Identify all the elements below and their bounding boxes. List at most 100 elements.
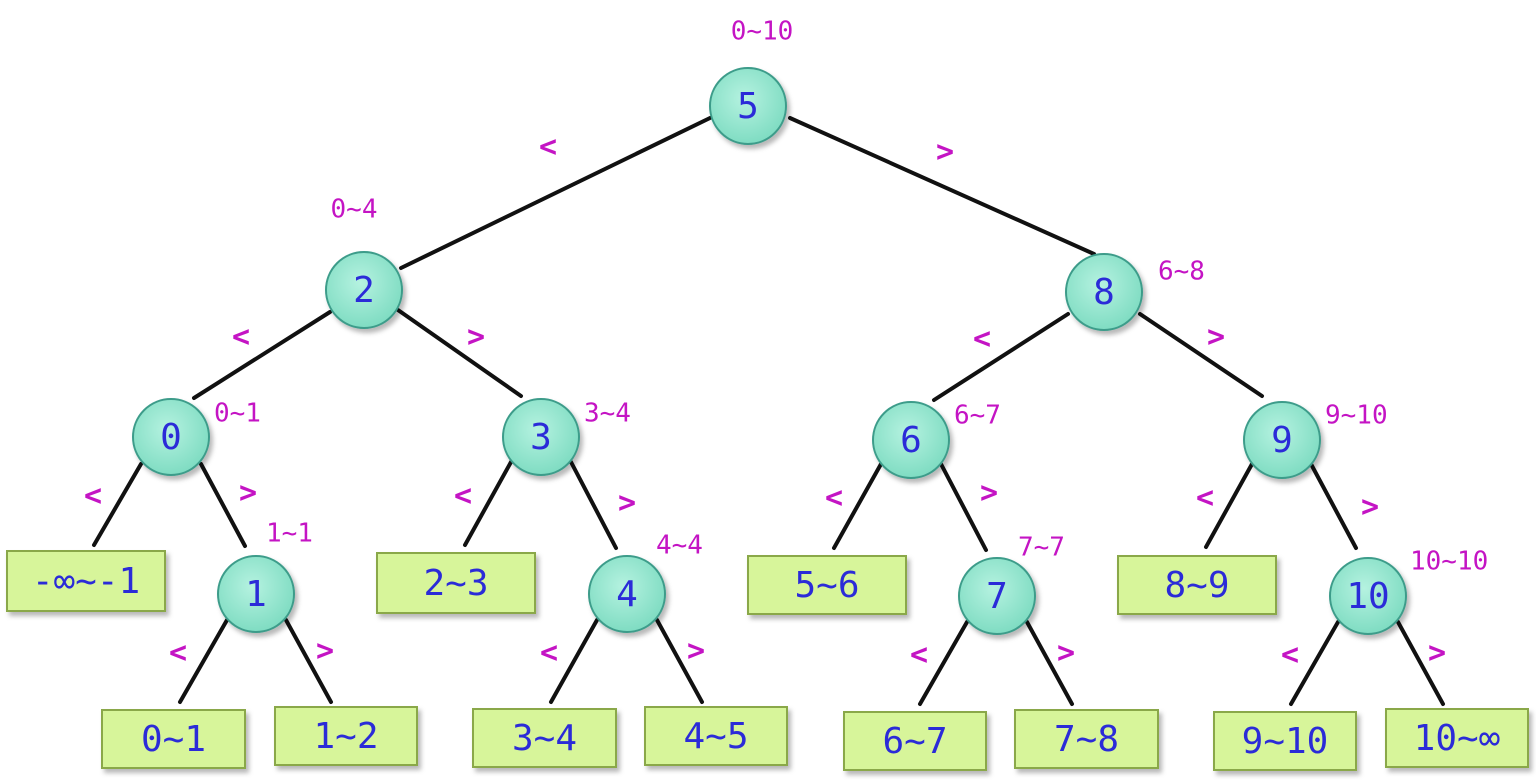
node-range-label-1: 1~1: [266, 519, 313, 549]
edge-n1-l4: [178, 618, 229, 704]
comparison-label-n9-n10: >: [1361, 490, 1379, 525]
node-range-label-7: 7~7: [1018, 533, 1065, 563]
edge-n9-l3: [1204, 462, 1254, 549]
comparison-label-n5-n8: >: [936, 135, 954, 170]
leaf-interval-l8: 6~7: [843, 711, 987, 771]
comparison-label-n2-n0: <: [232, 320, 250, 355]
edges-layer: [92, 116, 1445, 706]
edge-n8-n6: [932, 312, 1070, 402]
node-range-label-0: 0~1: [214, 399, 261, 429]
node-key-label: 6: [900, 420, 922, 461]
leaves-layer: -∞~-1 2~3 5~6 8~9 0~1 1~2 3~4 4~5 6~7 7~8 9~10 10~∞: [6, 550, 1529, 771]
node-key-label: 9: [1271, 420, 1293, 461]
edge-n4-l6: [549, 618, 599, 704]
node-circle: [1329, 557, 1407, 635]
node-key-label: 2: [353, 270, 375, 311]
leaf-interval-l9: 7~8: [1014, 709, 1159, 769]
edge-n3-n4: [569, 460, 618, 550]
edge-n10-l10: [1289, 620, 1340, 706]
edge-n2-n0: [192, 310, 332, 400]
node-circle: [217, 555, 295, 633]
leaf-box: [1213, 711, 1357, 771]
leaf-label: 4~5: [683, 716, 748, 757]
edge-n1-l5: [284, 618, 333, 704]
node-circle: [588, 555, 666, 633]
leaf-interval-l11: 10~∞: [1385, 708, 1529, 768]
node-key-label: 3: [530, 417, 552, 458]
node-circle: [709, 67, 787, 145]
node-key-label: 0: [160, 417, 182, 458]
leaf-label: -∞~-1: [32, 561, 140, 602]
node-range-label-9: 9~10: [1325, 401, 1388, 431]
tree-node-9: 9: [1243, 401, 1321, 479]
node-circle: [1243, 401, 1321, 479]
leaf-box: [1385, 708, 1529, 768]
node-range-label-5: 0~10: [731, 17, 794, 47]
leaf-interval-l4: 0~1: [101, 709, 246, 769]
leaf-interval-l1: 2~3: [376, 552, 536, 614]
node-circle: [958, 557, 1036, 635]
tree-node-2: 2: [325, 251, 403, 329]
leaf-label: 7~8: [1054, 719, 1119, 760]
tree-node-3: 3: [502, 398, 580, 476]
node-circle: [1065, 253, 1143, 331]
comparison-label-n3-n4: >: [618, 486, 636, 521]
node-key-label: 1: [245, 574, 267, 615]
tree-node-10: 10: [1329, 557, 1407, 635]
leaf-box: [747, 555, 907, 615]
node-circle: [872, 401, 950, 479]
comparison-label-n10-l11: >: [1428, 636, 1446, 671]
node-key-label: 4: [616, 574, 638, 615]
comparison-label-n4-l6: <: [540, 636, 558, 671]
node-key-label: 8: [1093, 272, 1115, 313]
comparison-label-n7-l9: >: [1057, 636, 1075, 671]
comparison-label-n5-n2: <: [539, 130, 557, 165]
comparison-label-n8-n9: >: [1207, 320, 1225, 355]
leaf-label: 8~9: [1164, 565, 1229, 606]
leaf-label: 9~10: [1242, 721, 1329, 762]
comparison-label-n4-l7: >: [687, 634, 705, 669]
node-circle: [325, 251, 403, 329]
leaf-label: 10~∞: [1414, 718, 1501, 759]
tree-node-8: 8: [1065, 253, 1143, 331]
leaf-interval-l7: 4~5: [644, 706, 788, 766]
leaf-label: 0~1: [141, 719, 206, 760]
comparison-label-n2-n3: >: [467, 320, 485, 355]
leaf-label: 3~4: [512, 718, 577, 759]
leaf-interval-l6: 3~4: [472, 708, 617, 768]
comparison-label-n8-n6: <: [973, 322, 991, 357]
leaf-interval-l10: 9~10: [1213, 711, 1357, 771]
edge-n4-l7: [655, 618, 704, 704]
node-key-label: 10: [1346, 576, 1389, 617]
node-circle: [502, 398, 580, 476]
leaf-box: [376, 552, 536, 614]
edge-n7-l8: [918, 620, 969, 706]
leaf-label: 5~6: [794, 565, 859, 606]
node-range-label-2: 0~4: [331, 195, 378, 225]
leaf-interval-l3: 8~9: [1117, 555, 1277, 615]
leaf-box: [1014, 709, 1159, 769]
comparison-label-n0-n1: >: [239, 476, 257, 511]
tree-node-5: 5: [709, 67, 787, 145]
node-range-label-6: 6~7: [954, 401, 1001, 431]
tree-node-7: 7: [958, 557, 1036, 635]
comparison-label-n6-n7: >: [980, 476, 998, 511]
node-range-label-8: 6~8: [1158, 257, 1205, 287]
leaf-box: [274, 706, 418, 766]
comparison-label-n1-l5: >: [316, 634, 334, 669]
comparison-label-n6-l2: <: [825, 481, 843, 516]
leaf-label: 1~2: [313, 716, 378, 757]
nodes-layer: 5 2 8 0 3 6 9 1 4 7 10: [132, 67, 1407, 635]
edge-n0-l0: [92, 462, 143, 547]
leaf-box: [6, 550, 166, 612]
edge-n8-n9: [1138, 312, 1264, 398]
edge-n7-l9: [1025, 620, 1074, 706]
edge-n2-n3: [396, 308, 523, 398]
comparison-label-n10-l10: <: [1281, 638, 1299, 673]
edge-n5-n8: [788, 116, 1096, 256]
node-range-label-3: 3~4: [584, 399, 631, 429]
edge-n3-l1: [463, 460, 513, 547]
edge-n10-l11: [1396, 620, 1445, 706]
